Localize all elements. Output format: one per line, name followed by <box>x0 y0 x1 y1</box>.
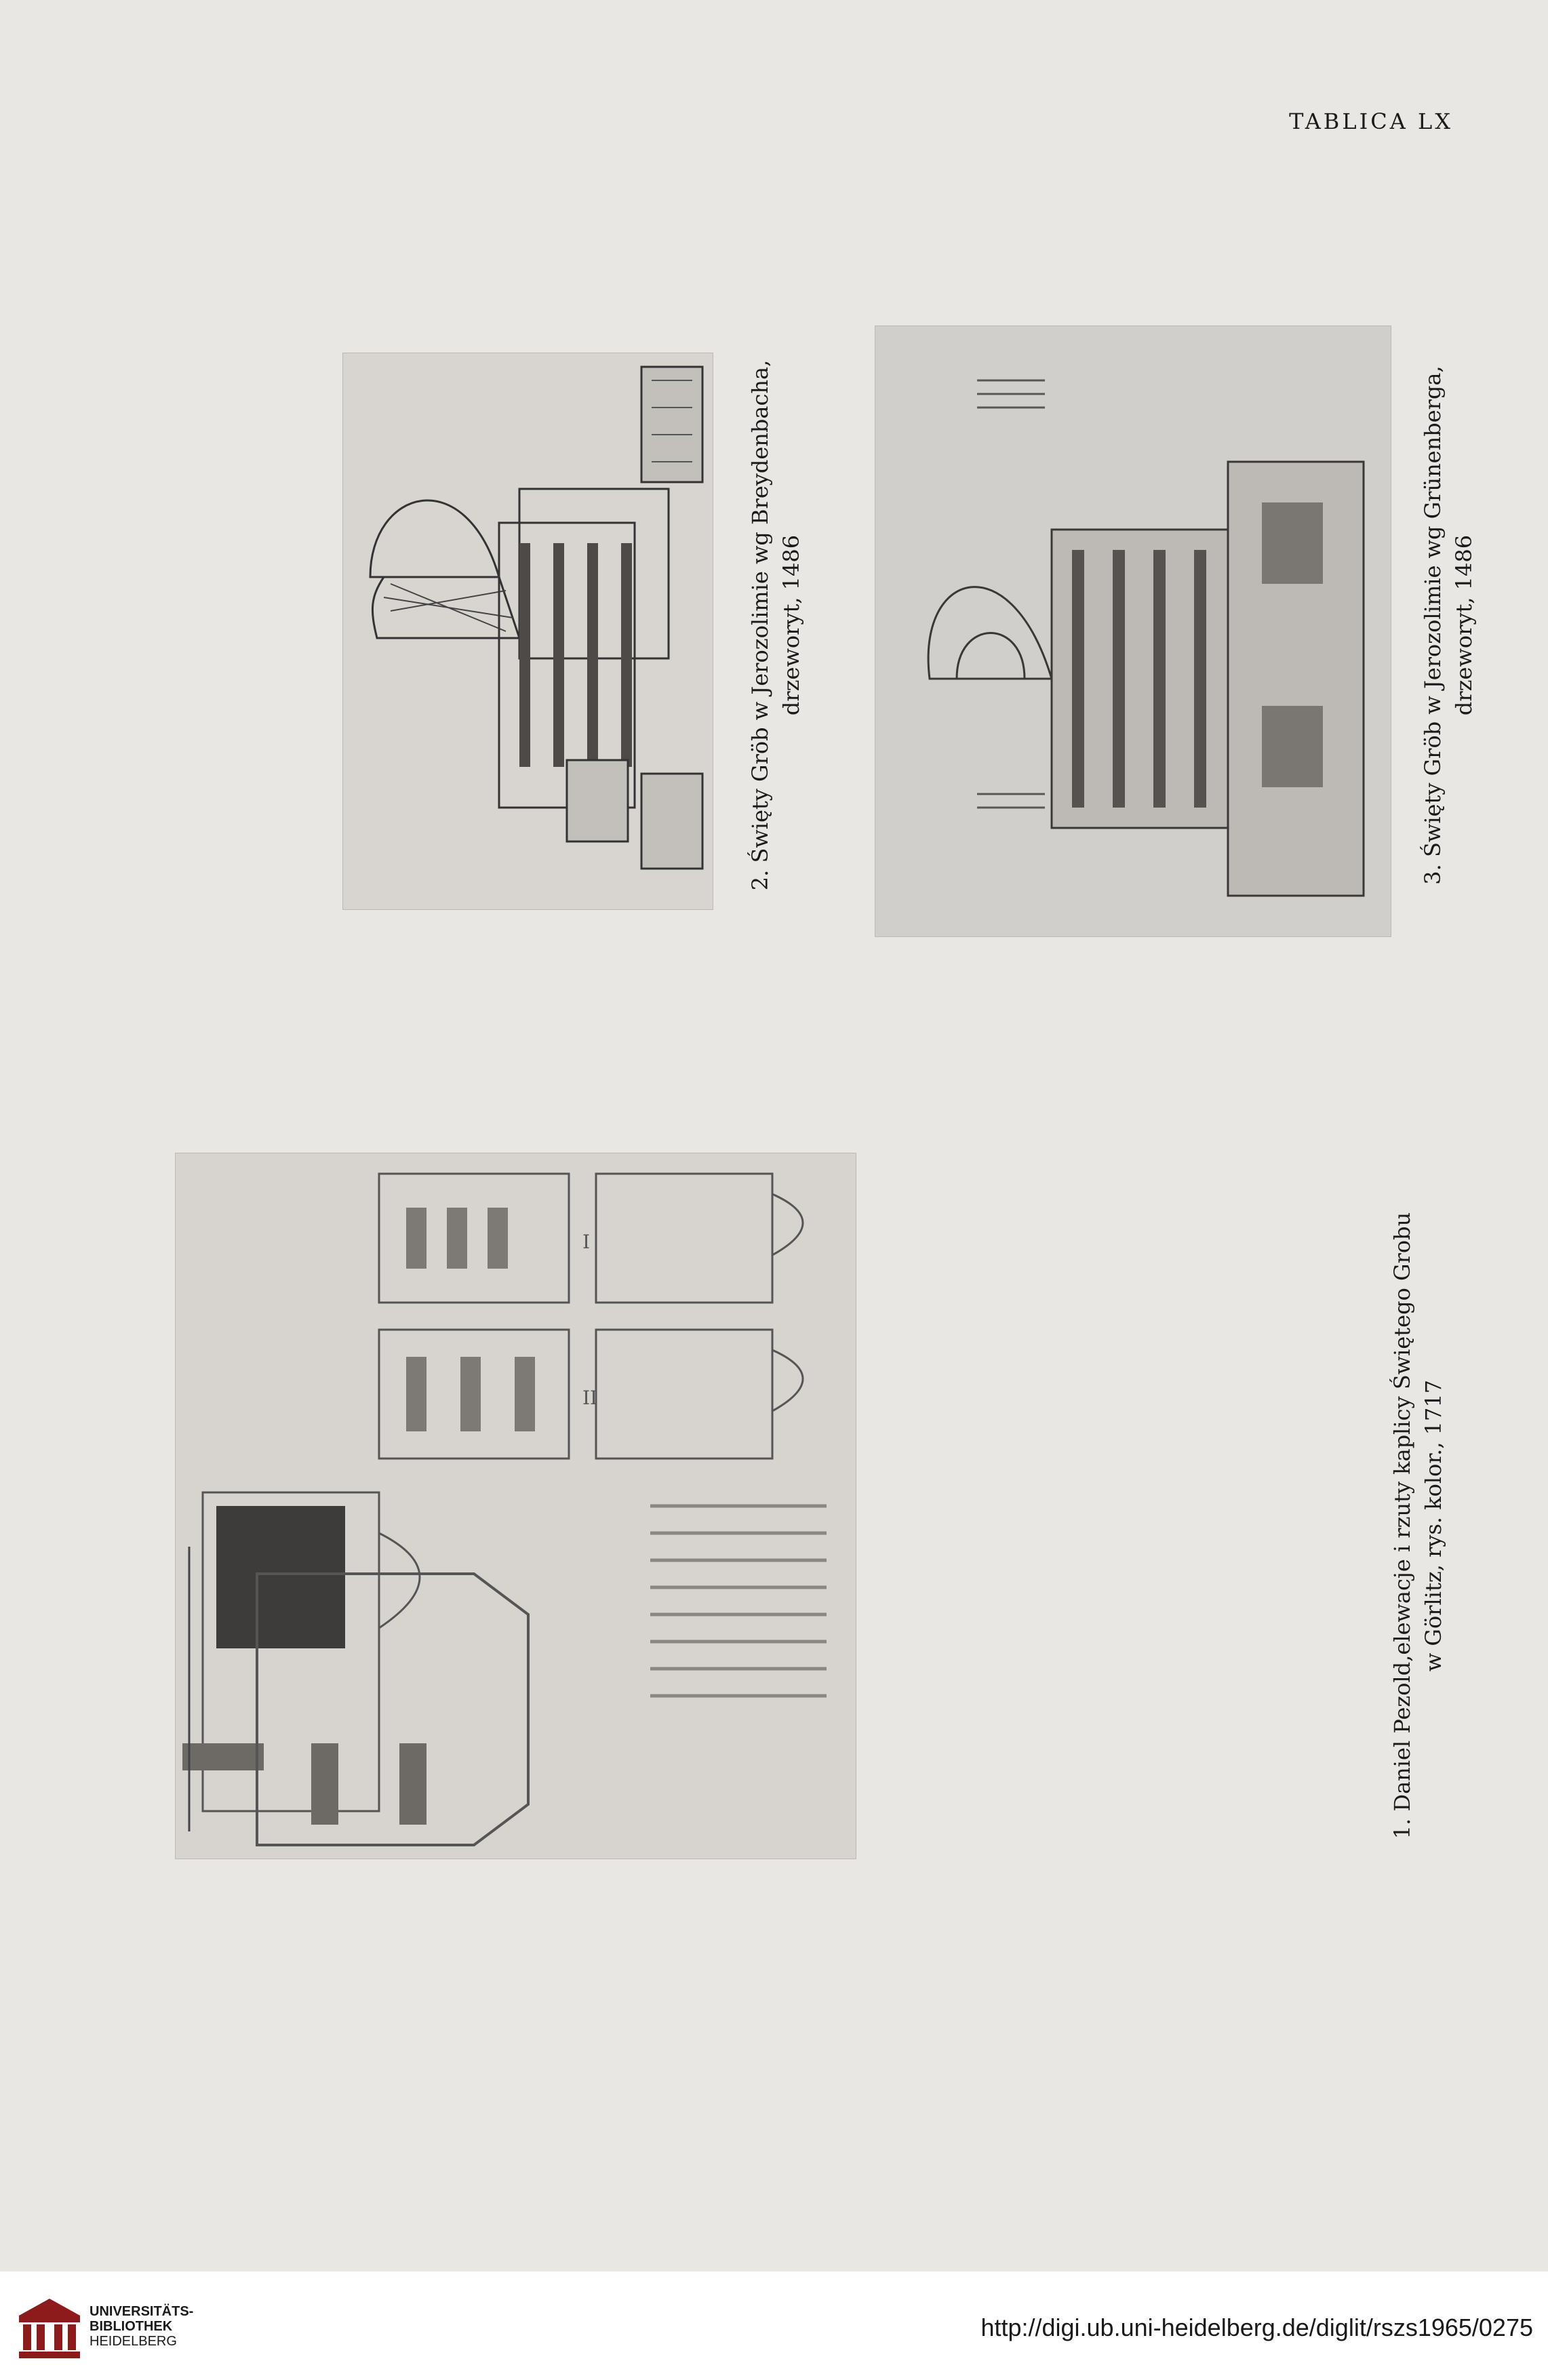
label-roman-two: II <box>582 1387 597 1409</box>
library-logo-icon <box>19 2299 80 2358</box>
library-logo-text: UNIVERSITÄTS- BIBLIOTHEK HEIDELBERG <box>90 2304 193 2349</box>
logo-line-2: BIBLIOTHEK <box>90 2319 173 2334</box>
pezold-elevations-drawing: I II <box>176 1153 856 1859</box>
logo-line-1: UNIVERSITÄTS- <box>90 2304 194 2319</box>
figure-1-caption-line-1: 1. Daniel Pezold,elewacje i rzuty kaplic… <box>1389 1212 1415 1840</box>
figure-1-caption: 1. Daniel Pezold,elewacje i rzuty kaplic… <box>1387 1139 1449 1912</box>
source-url-link[interactable]: http://digi.ub.uni-heidelberg.de/diglit/… <box>980 2314 1533 2341</box>
figure-2-caption: 2. Święty Gröb w Jerozolimie wg Breydenb… <box>745 327 807 924</box>
figure-1-image: I II <box>175 1153 856 1859</box>
logo-line-3: HEIDELBERG <box>90 2334 177 2349</box>
figure-2-caption-line-1: 2. Święty Gröb w Jerozolimie wg Breydenb… <box>747 359 773 891</box>
footer-bar: UNIVERSITÄTS- BIBLIOTHEK HEIDELBERG http… <box>0 2272 1548 2380</box>
figure-1-caption-line-2: w Görlitz, rys. kolor., 1717 <box>1421 1379 1446 1672</box>
figure-2-image <box>342 353 713 910</box>
grunenberg-woodcut <box>875 326 1391 936</box>
figure-3-image <box>875 325 1391 937</box>
label-roman-one: I <box>582 1231 590 1253</box>
plate-title: TABLICA LX <box>1289 108 1453 134</box>
figure-3-caption-line-2: drzeworyt, 1486 <box>1451 534 1477 716</box>
breydenbach-woodcut <box>343 353 713 909</box>
figure-3-caption-line-1: 3. Święty Gröb w Jerozolimie wg Grünenbe… <box>1420 365 1446 885</box>
figure-2-caption-line-2: drzeworyt, 1486 <box>778 534 804 716</box>
figure-3-caption: 3. Święty Gröb w Jerozolimie wg Grünenbe… <box>1417 327 1480 924</box>
